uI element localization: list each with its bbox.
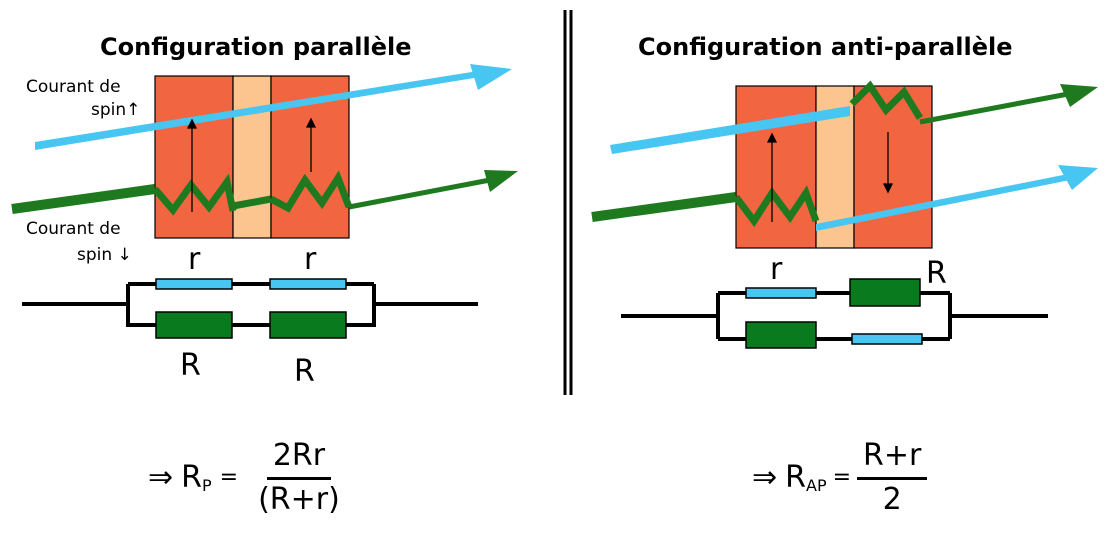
- spin-down-label-line1: Courant de: [26, 219, 121, 239]
- right-green-current-arrows: [591, 80, 1098, 228]
- left-r-resistor-1: [155, 278, 233, 290]
- left-layer-1: [154, 75, 234, 239]
- formula-antiparallel: ⇒ R AP = R+r 2: [752, 438, 928, 517]
- left-spin-up-current-arrow: [35, 64, 512, 150]
- formula-numerator: 2Rr: [266, 438, 332, 480]
- formula-subscript: AP: [806, 476, 827, 495]
- right-R-resistor-bottom: [745, 321, 817, 349]
- left-r-label-1: r: [188, 242, 201, 277]
- left-panel-title: Configuration parallèle: [100, 33, 412, 61]
- right-panel-title: Configuration anti-parallèle: [638, 33, 1013, 61]
- panel-divider: [563, 10, 573, 395]
- right-R-resistor-top: [849, 278, 921, 307]
- formula-equals: =: [219, 465, 239, 490]
- right-r-resistor-top: [745, 287, 817, 299]
- left-R-label-1: R: [180, 348, 201, 383]
- right-magnetization-arrows: [766, 132, 894, 222]
- implies-arrow: ⇒: [148, 460, 174, 495]
- right-r-label: r: [770, 252, 783, 287]
- spin-down-label-line2: spin ↓: [77, 245, 132, 265]
- spin-up-label-line1: Courant de: [26, 77, 121, 97]
- left-spacer: [232, 75, 272, 239]
- formula-symbol: R: [785, 460, 806, 495]
- spin-up-label-line2: spin↑: [91, 100, 141, 120]
- left-magnetization-arrows: [186, 117, 317, 212]
- formula-symbol: R: [181, 460, 202, 495]
- left-R-resistor-1: [155, 311, 233, 339]
- formula-equals: =: [832, 465, 852, 490]
- formula-subscript: P: [202, 476, 212, 495]
- left-r-resistor-2: [269, 278, 347, 290]
- left-R-resistor-2: [269, 311, 347, 339]
- formula-numerator: R+r: [857, 438, 928, 480]
- formula-denominator: (R+r): [258, 482, 340, 517]
- right-layer-2: [853, 85, 933, 249]
- right-r-resistor-bottom: [851, 333, 923, 345]
- right-resistor-network: [621, 278, 1048, 349]
- left-r-label-2: r: [304, 242, 317, 277]
- left-resistor-network: [22, 278, 478, 339]
- right-spin-up-current-arrow: [610, 106, 850, 154]
- formula-denominator: 2: [882, 482, 902, 517]
- right-R-label: R: [926, 256, 947, 291]
- left-R-label-2: R: [294, 354, 315, 389]
- formula-parallel: ⇒ R P = 2Rr (R+r): [148, 438, 340, 517]
- left-spin-down-current-arrow: [11, 170, 518, 216]
- right-layer-1: [735, 85, 817, 249]
- implies-arrow: ⇒: [752, 460, 778, 495]
- right-spin-down-blue-current-arrow: [816, 165, 1098, 231]
